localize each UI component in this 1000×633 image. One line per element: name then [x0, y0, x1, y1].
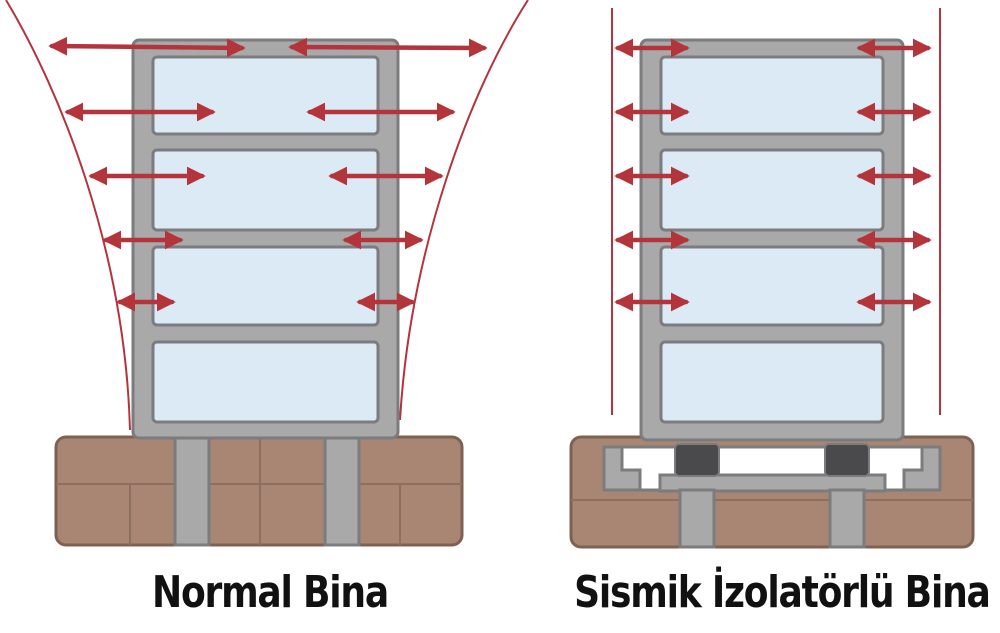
seismic-isolator-icon [674, 443, 720, 477]
caption-normal-building: Normal Bina [151, 567, 389, 618]
window-floor-1 [659, 340, 885, 424]
foundation-pillar [828, 488, 866, 549]
window-floor-4 [151, 148, 380, 232]
isolated-building-group [569, 8, 975, 549]
window-floor-3 [659, 245, 885, 327]
seismic-isolator-icon [824, 443, 870, 477]
retaining-wall-left [602, 445, 642, 492]
base-slab [658, 473, 887, 493]
window-floor-5 [659, 55, 885, 136]
vibration-arrow [48, 36, 246, 58]
retaining-wall-right [902, 445, 942, 492]
sway-curve-left [5, 0, 131, 431]
foundation-pillar [173, 435, 211, 547]
sway-curve-right [399, 0, 529, 421]
window-floor-1 [151, 340, 380, 424]
window-floor-3 [151, 245, 380, 327]
vibration-arrow [288, 37, 488, 58]
normal-building-group [5, 0, 529, 547]
window-floor-5 [151, 55, 380, 136]
caption-isolated-building: Sismik İzolatörlü Bina [574, 567, 991, 618]
foundation-pillar [323, 435, 361, 547]
window-floor-4 [659, 148, 885, 232]
foundation-pillar [678, 488, 716, 549]
